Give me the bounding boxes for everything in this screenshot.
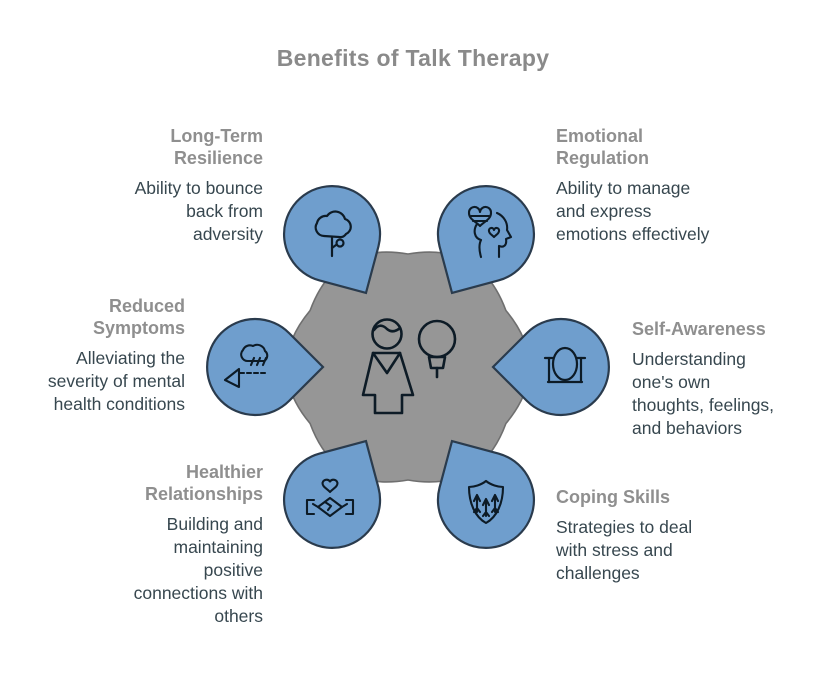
benefit-long-term-resilience: Long-Term Resilience Ability to bounce b… (113, 126, 263, 246)
node-self-awareness (491, 317, 610, 417)
benefit-title: Emotional Regulation (556, 126, 649, 168)
head-with-hearts-icon (467, 205, 513, 259)
benefit-title: Self-Awareness (632, 319, 766, 339)
person-and-lightbulb-icon (361, 318, 457, 415)
benefit-description: Building and maintaining positive connec… (133, 513, 263, 627)
benefit-reduced-symptoms: Reduced Symptoms Alleviating the severit… (25, 296, 185, 416)
mirror-icon (543, 346, 587, 384)
benefit-description: Understanding one's own thoughts, feelin… (632, 348, 775, 439)
benefit-title: Healthier Relationships (144, 462, 263, 504)
node-emotional-regulation (436, 185, 536, 295)
benefit-healthier-relationships: Healthier Relationships Building and mai… (113, 462, 263, 628)
benefit-title: Reduced Symptoms (92, 296, 185, 338)
benefit-description: Ability to manage and express emotions e… (556, 177, 710, 245)
node-coping-skills (436, 439, 536, 549)
benefit-title: Coping Skills (556, 487, 671, 507)
node-healthier-relationships (282, 439, 382, 549)
benefit-coping-skills: Coping Skills Strategies to deal with st… (556, 487, 726, 585)
benefit-description: Alleviating the severity of mental healt… (47, 347, 185, 415)
page-title: Benefits of Talk Therapy (276, 45, 550, 71)
handshake-heart-icon (305, 478, 355, 518)
benefit-self-awareness: Self-Awareness Understanding one's own t… (632, 319, 787, 440)
benefit-description: Ability to bounce back from adversity (134, 177, 263, 245)
benefit-emotional-regulation: Emotional Regulation Ability to manage a… (556, 126, 711, 246)
benefit-title: Long-Term Resilience (170, 126, 263, 168)
shield-arrows-icon (467, 479, 505, 525)
center-hexagon (285, 251, 531, 483)
storm-cloud-icon (223, 343, 269, 389)
tree-icon (314, 210, 352, 258)
node-reduced-symptoms (206, 317, 325, 417)
node-long-term-resilience (282, 185, 382, 295)
benefit-description: Strategies to deal with stress and chall… (556, 516, 693, 584)
